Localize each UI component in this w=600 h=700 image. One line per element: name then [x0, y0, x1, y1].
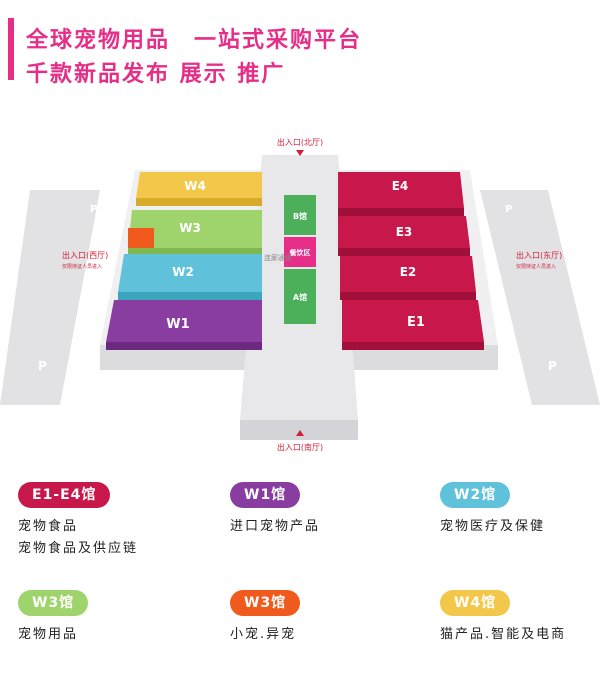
legend-item-w4: W4馆 猫产品.智能及电商 [440, 590, 566, 646]
headline-2: 千款新品发布 展示 推广 [26, 62, 286, 87]
entrance-south: 出入口(南厅) [277, 430, 323, 452]
hall-label: 餐饮区 [289, 248, 311, 257]
legend-desc: 宠物用品 [18, 627, 79, 642]
svg-text:仅限持证人员进入: 仅限持证人员进入 [62, 263, 102, 270]
hall-w3-small-pets [128, 228, 154, 248]
hall-e3[interactable]: E3 [338, 216, 470, 256]
catering-area[interactable]: 餐饮区 [284, 237, 316, 267]
legend-desc: 猫产品.智能及电商 [440, 627, 567, 642]
hall-label: A馆 [293, 292, 307, 302]
hall-label: W1 [166, 317, 189, 332]
hall-label: W3 [179, 221, 201, 235]
venue-map: P P P P W4 W3 W2 W1 B馆 餐饮区 A馆 连廊通道 [0, 137, 600, 452]
hall-e1[interactable]: E1 [342, 300, 484, 350]
legend-pill: W4馆 [440, 590, 511, 616]
parking-label: P [505, 204, 512, 215]
svg-text:出入口(北厅): 出入口(北厅) [277, 137, 323, 147]
svg-text:出入口(南厅): 出入口(南厅) [277, 442, 323, 452]
hall-w2[interactable]: W2 [118, 254, 262, 300]
legend-item-w3: W3馆 宠物用品 [18, 590, 89, 646]
hall-label: B馆 [293, 211, 307, 221]
hall-w3[interactable]: W3 [128, 210, 262, 256]
parking-label: P [548, 359, 557, 373]
legend-pill: W1馆 [230, 482, 301, 508]
parking-label: P [90, 204, 97, 215]
hall-w1[interactable]: W1 [106, 300, 262, 350]
legend-item-e1-e4: E1-E4馆 宠物食品 宠物食品及供应链 [18, 482, 138, 560]
hall-label: E4 [392, 179, 409, 193]
legend-item-w3-small-pets: W3馆 小宠.异宠 [230, 590, 301, 646]
legend-pill: W3馆 [230, 590, 301, 616]
legend-pill: W2馆 [440, 482, 511, 508]
accent-bar [8, 18, 14, 80]
hall-e2[interactable]: E2 [340, 256, 476, 300]
hall-e4[interactable]: E4 [338, 172, 464, 216]
svg-text:出入口(西厅): 出入口(西厅) [62, 250, 108, 260]
legend-desc: 宠物食品 宠物食品及供应链 [18, 519, 139, 556]
legend-pill: W3馆 [18, 590, 89, 616]
hall-label: W4 [184, 179, 206, 193]
entrance-north: 出入口(北厅) [277, 137, 323, 156]
legend-desc: 进口宠物产品 [230, 519, 321, 534]
hall-legend: E1-E4馆 宠物食品 宠物食品及供应链 W1馆 进口宠物产品 W2馆 宠物医疗… [0, 470, 600, 700]
header-banner: 全球宠物用品 一站式采购平台 千款新品发布 展示 推广 [0, 0, 600, 100]
parking-right [480, 190, 600, 405]
hall-a[interactable]: A馆 [284, 269, 316, 324]
parking-left [0, 190, 100, 405]
legend-item-w2: W2馆 宠物医疗及保健 [440, 482, 545, 538]
legend-desc: 宠物医疗及保健 [440, 519, 546, 534]
entrance-west: 出入口(西厅) 仅限持证人员进入 [62, 250, 108, 270]
hall-label: E3 [396, 225, 413, 239]
svg-text:出入口(东厅): 出入口(东厅) [516, 250, 562, 260]
hall-label: E2 [400, 265, 417, 279]
corridor-label: 连廊通道 [264, 253, 292, 262]
legend-pill: E1-E4馆 [18, 482, 111, 508]
parking-label: P [38, 359, 47, 373]
hall-label: E1 [407, 315, 425, 330]
svg-text:仅限持证人员进入: 仅限持证人员进入 [516, 263, 556, 270]
hall-w4[interactable]: W4 [136, 172, 262, 206]
legend-desc: 小宠.异宠 [230, 627, 297, 642]
headline-1: 全球宠物用品 一站式采购平台 [26, 28, 363, 53]
hall-b[interactable]: B馆 [284, 195, 316, 235]
hall-label: W2 [172, 265, 194, 279]
entrance-east: 出入口(东厅) 仅限持证人员进入 [516, 250, 562, 270]
legend-item-w1: W1馆 进口宠物产品 [230, 482, 320, 538]
